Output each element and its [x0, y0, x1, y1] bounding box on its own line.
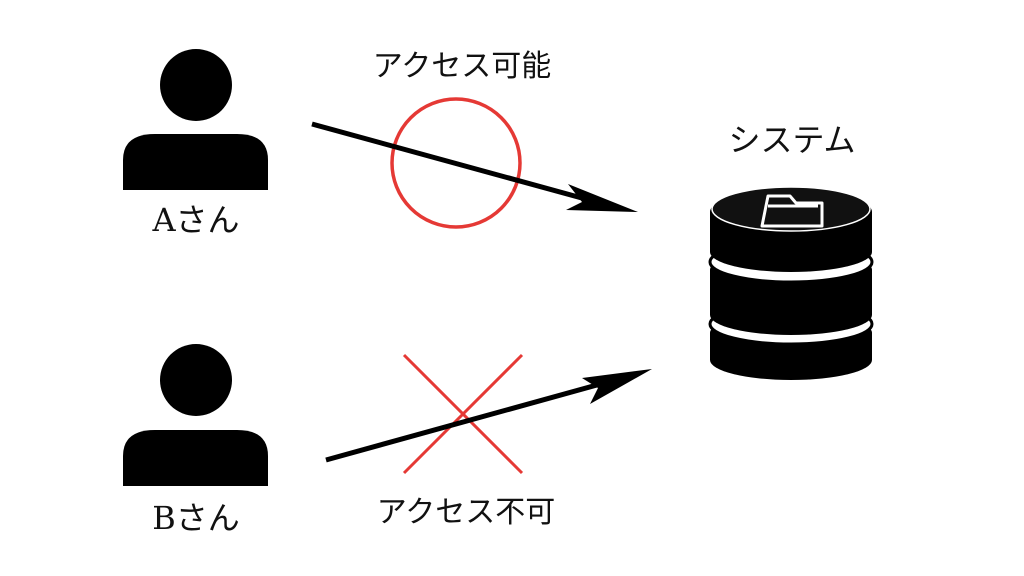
arrow-a-to-system — [311, 121, 638, 212]
person-icon-a — [123, 49, 268, 190]
user-a-label: Aさん — [152, 201, 240, 239]
arrow-b-to-system — [325, 369, 652, 463]
access-denied-label: アクセス不可 — [376, 495, 556, 530]
cross-mark-icon — [402, 353, 524, 475]
access-granted-label: アクセス可能 — [372, 49, 552, 84]
folder-icon — [760, 194, 824, 228]
person-icon-b — [123, 344, 268, 486]
database-folder-icon — [708, 186, 874, 380]
user-b-label: Bさん — [152, 499, 240, 537]
circle-mark-icon — [390, 97, 522, 229]
system-label: システム — [728, 121, 856, 159]
